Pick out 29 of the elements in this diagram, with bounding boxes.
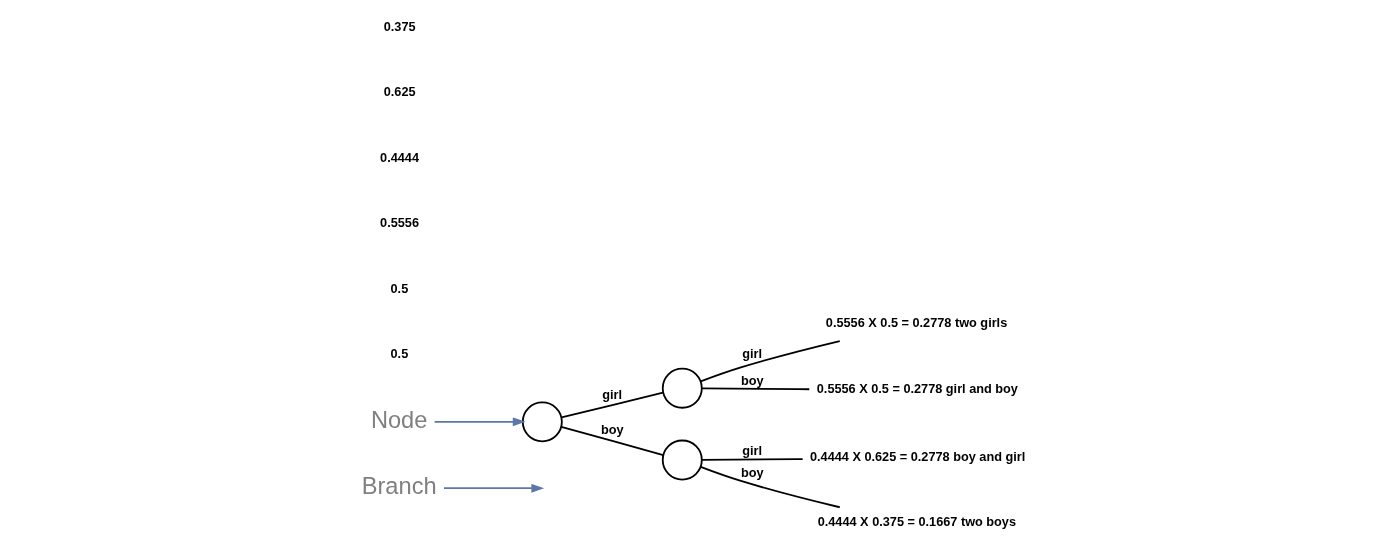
node-text: Node xyxy=(370,406,427,433)
label: 0.5 xyxy=(390,280,408,296)
node-circle xyxy=(661,439,703,481)
edge-label: girl xyxy=(741,442,762,458)
edge-label: boy xyxy=(600,421,624,437)
edge-label: boy xyxy=(740,464,764,480)
label: 0.375 xyxy=(383,18,416,34)
node-circle xyxy=(521,401,563,443)
edge-label: girl xyxy=(601,387,622,403)
connector xyxy=(700,387,810,391)
arrow xyxy=(433,417,525,427)
connector xyxy=(699,466,841,509)
connector xyxy=(699,340,841,383)
node-text: 0.4444 X 0.625 = 0.2778 boy and girl xyxy=(809,448,1025,464)
label: 0.4444 xyxy=(379,149,419,165)
label: 0.5556 xyxy=(379,215,419,231)
connector xyxy=(560,391,664,419)
label: 0.625 xyxy=(383,84,416,100)
connector xyxy=(559,425,664,456)
node-text: 0.5556 X 0.5 = 0.2778 two girls xyxy=(825,315,1007,331)
connector xyxy=(700,458,804,461)
node-circle xyxy=(661,367,703,409)
node-text: Branch xyxy=(361,472,437,499)
node-text: 0.5556 X 0.5 = 0.2778 girl and boy xyxy=(816,380,1018,396)
edge-label: boy xyxy=(740,372,764,388)
edge-label: girl xyxy=(741,346,762,362)
arrow xyxy=(442,483,544,493)
node-text: 0.4444 X 0.375 = 0.1667 two boys xyxy=(817,514,1016,530)
label: 0.5 xyxy=(390,345,408,361)
